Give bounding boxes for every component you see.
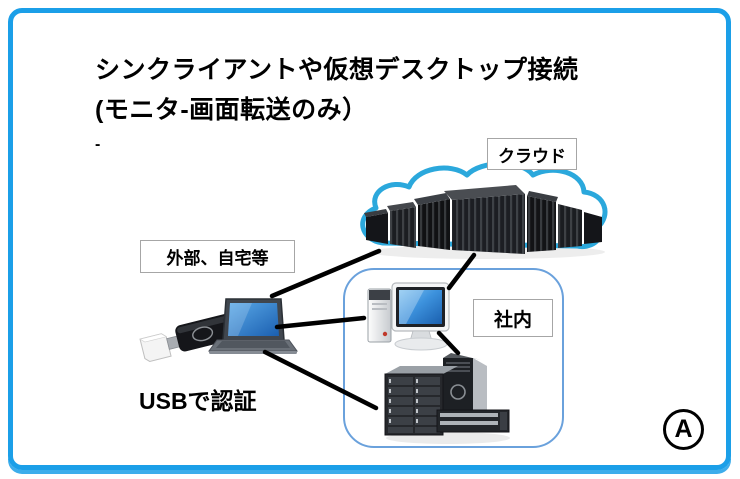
slide-title-line1: シンクライアントや仮想デスクトップ接続 [95,56,579,84]
monitor-base [394,337,448,351]
internal-office-label: 社内 [473,299,553,337]
desktop-pc-illustration [367,282,450,351]
cloud-label-text: クラウド [498,146,566,166]
usb-logo [192,326,214,342]
rackmount-server [436,409,510,433]
usb-auth-caption: USBで認証 [139,388,257,414]
cloud-label: クラウド [487,138,577,170]
pc-tower [367,288,392,343]
internal-office-label-text: 社内 [493,309,532,331]
blade-chassis [384,366,458,436]
circled-a-badge: A [663,409,704,450]
edge-desktop-cloud [446,252,477,291]
slide-title-line2: (モニタ-画面転送のみ） [95,96,368,124]
external-location-label-text: 外部、自宅等 [166,249,269,268]
edge-laptop-desktop [274,315,367,330]
cloud-servers-illustration [360,161,608,259]
monitor-screen [399,290,442,324]
circled-a-badge-text: A [674,415,693,443]
laptop-illustration [208,298,298,354]
external-location-label: 外部、自宅等 [140,240,295,273]
edge-laptop-servers [262,349,379,411]
server-stack-illustration [384,353,510,444]
cloud-rack-row [364,185,602,254]
title-dash-mark: - [95,136,101,153]
connection-lines [262,248,477,411]
slide-border-frame [8,8,731,470]
edge-laptop-cloud [269,248,382,299]
laptop-screen [228,303,279,336]
edge-desktop-servers [436,330,461,356]
usb-drive-illustration [139,314,235,363]
